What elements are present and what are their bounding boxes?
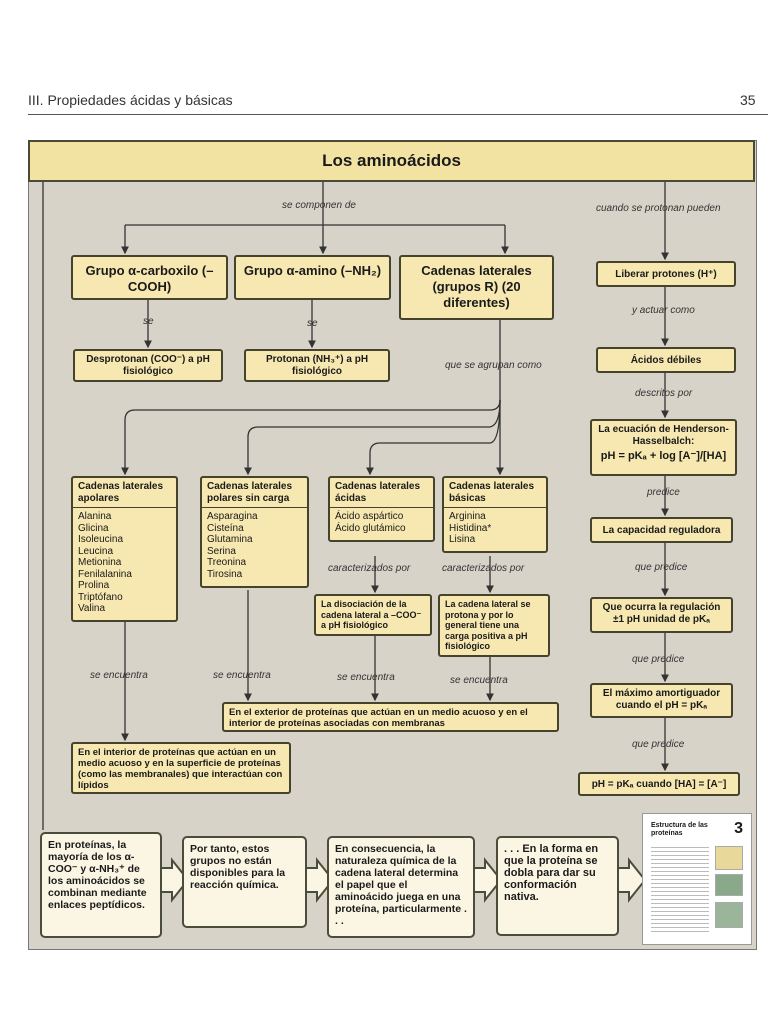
label-predice: predice xyxy=(647,487,680,498)
box-acidos-debiles: Ácidos débiles xyxy=(596,347,736,373)
label-y-actuar-como: y actuar como xyxy=(632,305,695,316)
label-se-encuentra-1: se encuentra xyxy=(90,670,148,681)
box-apolares: Cadenas laterales apolares Alanina Glici… xyxy=(71,476,178,622)
box-polares: Cadenas laterales polares sin carga Aspa… xyxy=(200,476,309,588)
box-protonan: Protonan (NH₃⁺) a pH fisiológico xyxy=(244,349,390,382)
page-number: 35 xyxy=(740,92,756,108)
chapter-thumbnail: Estructura de las proteínas 3 xyxy=(642,813,752,945)
label-caracterizados-1: caracterizados por xyxy=(328,563,411,574)
apolares-item: Prolina xyxy=(78,580,110,591)
box-cadena-protona: La cadena lateral se protona y por lo ge… xyxy=(438,594,550,657)
polares-item: Treonina xyxy=(207,557,247,568)
polares-item: Asparagina xyxy=(207,511,258,522)
section-title: III. Propiedades ácidas y básicas xyxy=(28,92,233,108)
header-rule xyxy=(28,114,768,115)
label-que-predice-3: que predice xyxy=(632,739,685,750)
basicas-item: Arginina xyxy=(449,511,486,522)
thumbnail-number: 3 xyxy=(734,820,743,837)
acidas-item: Ácido glutámico xyxy=(335,522,406,534)
label-se-1: se xyxy=(143,316,154,327)
box-capacidad-reguladora: La capacidad reguladora xyxy=(590,517,733,543)
polares-title: Cadenas laterales polares sin carga xyxy=(202,478,307,508)
acidas-title: Cadenas laterales ácidas xyxy=(330,478,433,508)
apolares-item: Glicina xyxy=(78,522,109,534)
box-grupo-carboxilo: Grupo α-carboxilo (–COOH) xyxy=(71,255,228,300)
label-que-se-agrupan: que se agrupan como xyxy=(445,360,542,371)
box-cadenas-laterales: Cadenas laterales (grupos R) (20 diferen… xyxy=(399,255,554,320)
basicas-title: Cadenas laterales básicas xyxy=(444,478,546,508)
callout-4: . . . En la forma en que la proteína se … xyxy=(496,836,619,936)
box-liberar-protones: Liberar protones (H⁺) xyxy=(596,261,736,287)
apolares-item: Valina xyxy=(78,603,106,614)
apolares-item: Leucina xyxy=(78,545,114,557)
ecuacion-formula: pH = pKₐ + log [A⁻]/[HA] xyxy=(600,450,727,462)
label-se-2: se xyxy=(307,318,318,329)
label-que-predice-1: que predice xyxy=(635,562,688,573)
polares-item: Serina xyxy=(207,545,236,557)
callout-1: En proteínas, la mayoría de los α-COO⁻ y… xyxy=(40,832,162,938)
box-acidas: Cadenas laterales ácidas Ácido aspártico… xyxy=(328,476,435,542)
box-interior: En el interior de proteínas que actúan e… xyxy=(71,742,291,794)
apolares-item: Isoleucina xyxy=(78,534,124,545)
polares-item: Glutamina xyxy=(207,534,253,545)
callout-3: En consecuencia, la naturaleza química d… xyxy=(327,836,475,938)
box-disociacion: La disociación de la cadena lateral a –C… xyxy=(314,594,432,636)
box-regulacion: Que ocurra la regulación ±1 pH unidad de… xyxy=(590,597,733,633)
thumbnail-text-lines xyxy=(651,844,709,934)
polares-item: Tirosina xyxy=(207,568,243,580)
label-se-componen-de: se componen de xyxy=(282,200,356,211)
main-title: Los aminoácidos xyxy=(322,151,461,170)
thumbnail-title: Estructura de las proteínas xyxy=(651,822,708,837)
apolares-item: Fenilalanina xyxy=(78,568,132,580)
apolares-item: Triptófano xyxy=(78,591,123,603)
apolares-title: Cadenas laterales apolares xyxy=(73,478,176,508)
label-que-predice-2: que predice xyxy=(632,654,685,665)
box-grupo-amino: Grupo α-amino (–NH₂) xyxy=(234,255,391,300)
label-se-encuentra-3: se encuentra xyxy=(337,672,395,683)
label-cuando-se-protonan: cuando se protonan pueden xyxy=(596,203,721,214)
title-bar: Los aminoácidos xyxy=(28,140,755,182)
apolares-item: Alanina xyxy=(78,511,112,522)
thumbnail-figure xyxy=(715,874,743,896)
thumbnail-figure xyxy=(715,902,743,928)
box-maximo-amortiguador: El máximo amortiguador cuando el pH = pK… xyxy=(590,683,733,718)
box-basicas: Cadenas laterales básicas Arginina Histi… xyxy=(442,476,548,553)
box-desprotonan: Desprotonan (COO⁻) a pH fisiológico xyxy=(73,349,223,382)
label-caracterizados-2: caracterizados por xyxy=(442,563,525,574)
basicas-item: Lisina xyxy=(449,534,476,545)
basicas-item: Histidina* xyxy=(449,522,492,534)
box-ph-eq: pH = pKₐ cuando [HA] = [A⁻] xyxy=(578,772,740,796)
acidas-item: Ácido aspártico xyxy=(335,511,404,522)
label-se-encuentra-4: se encuentra xyxy=(450,675,508,686)
callout-2: Por tanto, estos grupos no están disponi… xyxy=(182,836,307,928)
ecuacion-title: La ecuación de Henderson-Hasselbalch: xyxy=(598,424,729,447)
label-descritos-por: descritos por xyxy=(635,388,693,399)
apolares-item: Metionina xyxy=(78,557,122,568)
thumbnail-figure xyxy=(715,846,743,870)
box-ecuacion: La ecuación de Henderson-Hasselbalch: pH… xyxy=(590,419,737,476)
polares-item: Cisteína xyxy=(207,522,244,534)
label-se-encuentra-2: se encuentra xyxy=(213,670,271,681)
box-exterior: En el exterior de proteínas que actúan e… xyxy=(222,702,559,732)
